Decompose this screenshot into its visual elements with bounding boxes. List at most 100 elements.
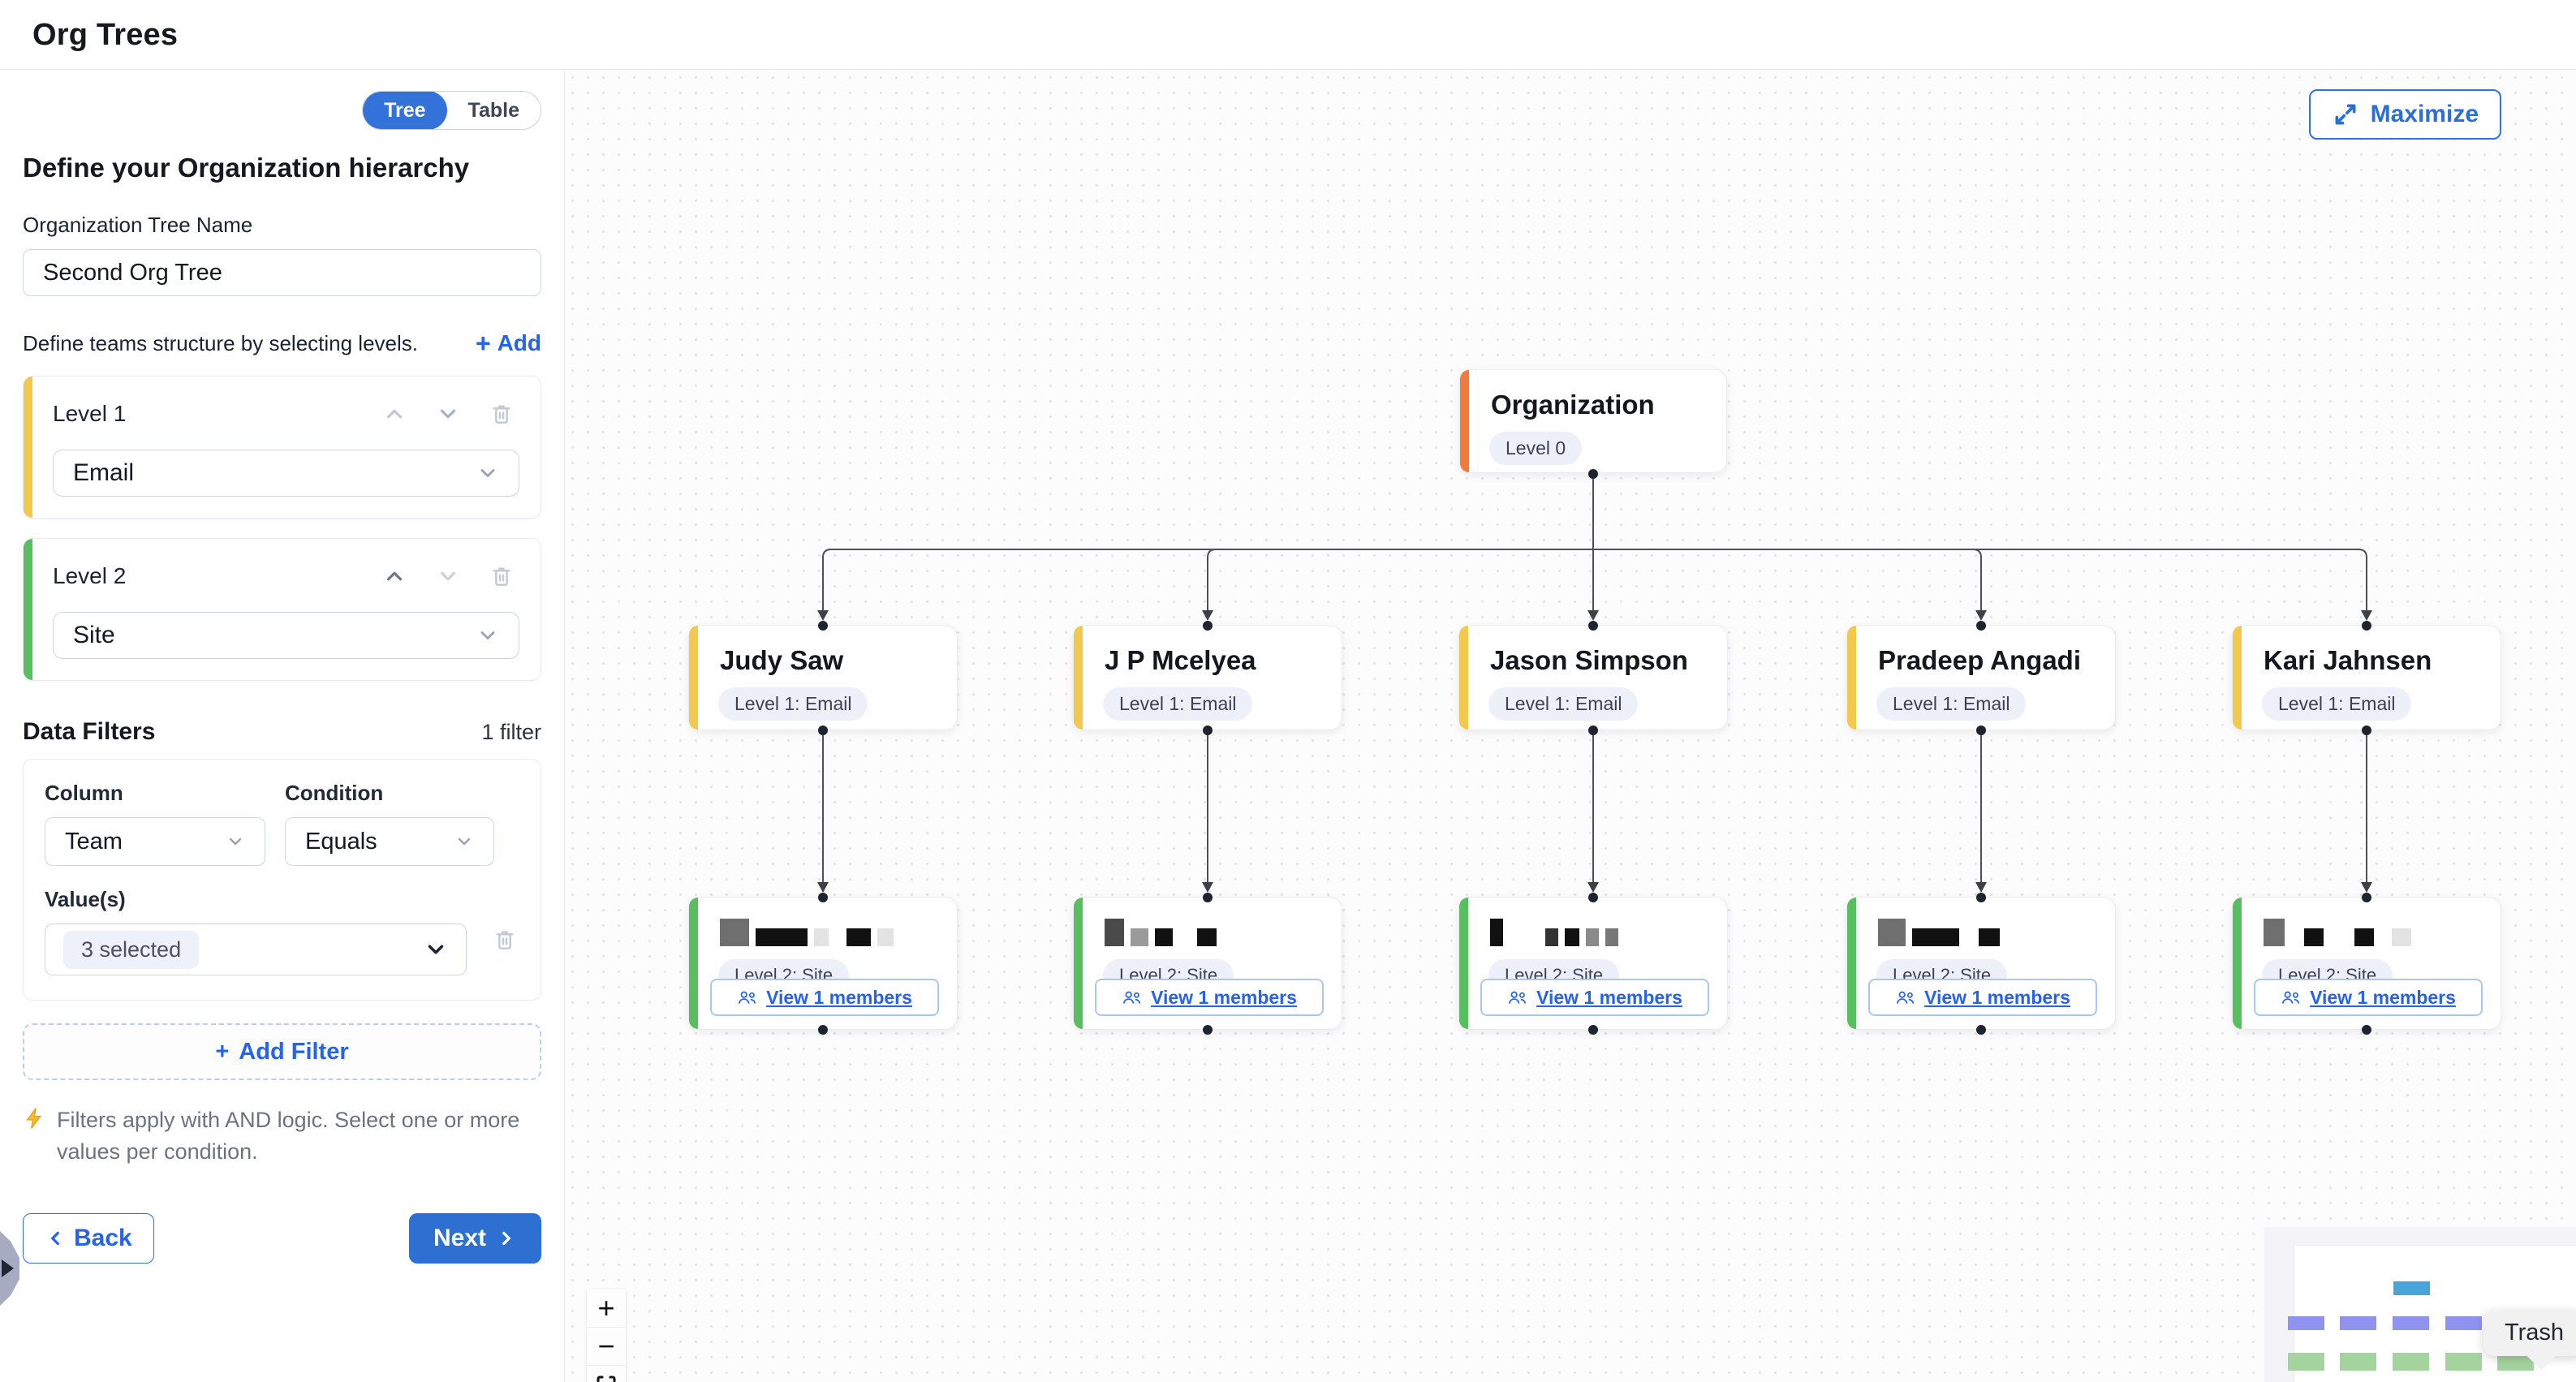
minimap-level2-node — [2393, 1353, 2429, 1371]
redacted-name — [1105, 919, 1342, 946]
org-node-leaf[interactable]: Level 2: Site View 1 members — [1458, 897, 1728, 1030]
node-accent — [1074, 626, 1083, 730]
sidebar-heading: Define your Organization hierarchy — [23, 153, 470, 183]
node-accent — [1459, 626, 1468, 730]
redacted-name — [1490, 919, 1727, 946]
minimap-level2-node — [2288, 1353, 2324, 1371]
fit-view-button[interactable] — [587, 1366, 626, 1382]
org-node-root[interactable]: Organization Level 0 — [1459, 369, 1727, 473]
level-2-label: Level 2 — [53, 563, 127, 588]
page-title: Org Trees — [32, 18, 179, 52]
delete-level-icon[interactable] — [484, 396, 519, 432]
node-accent — [2233, 626, 2242, 730]
node-title: Kari Jahnsen — [2264, 645, 2432, 675]
filter-count: 1 filter — [481, 720, 541, 744]
level-badge: Level 1: Email — [1103, 687, 1253, 721]
org-node-leaf[interactable]: Level 2: Site View 1 members — [1073, 897, 1342, 1030]
values-select[interactable]: 3 selected — [45, 923, 467, 975]
toggle-tree[interactable]: Tree — [363, 92, 447, 129]
minimap-level1-node — [2340, 1316, 2376, 1330]
filters-note: Filters apply with AND logic. Select one… — [57, 1108, 520, 1165]
org-node-child[interactable]: Pradeep Angadi Level 1: Email — [1846, 625, 2116, 730]
level-2-select[interactable]: Site — [53, 612, 519, 659]
tree-name-input[interactable] — [23, 249, 541, 296]
minimap-level2-node — [2445, 1353, 2482, 1371]
chevron-right-icon — [502, 1232, 510, 1246]
node-title: Pradeep Angadi — [1878, 645, 2081, 675]
level-badge: Level 0 — [1489, 432, 1583, 465]
chevron-down-icon — [480, 631, 495, 639]
delete-filter-icon[interactable] — [487, 922, 523, 958]
chevron-left-icon — [51, 1232, 59, 1246]
view-members-button[interactable]: View 1 members — [2254, 979, 2483, 1016]
add-level-button[interactable]: + Add — [475, 329, 541, 358]
org-node-child[interactable]: Judy Saw Level 1: Email — [688, 625, 958, 730]
next-button[interactable]: Next — [408, 1213, 541, 1264]
delete-level-icon[interactable] — [484, 558, 519, 594]
org-node-leaf[interactable]: Level 2: Site View 1 members — [688, 897, 958, 1030]
move-down-icon[interactable] — [430, 558, 466, 594]
minimap-root-node — [2393, 1281, 2430, 1295]
org-node-leaf[interactable]: Level 2: Site View 1 members — [2232, 897, 2501, 1030]
node-accent — [1459, 898, 1468, 1029]
add-filter-button[interactable]: + Add Filter — [23, 1023, 541, 1080]
lightning-icon — [26, 1108, 42, 1129]
view-members-button[interactable]: View 1 members — [1480, 979, 1709, 1016]
condition-select[interactable]: Equals — [285, 817, 494, 866]
column-label: Column — [45, 781, 123, 805]
root-accent — [1460, 370, 1469, 472]
view-mode-toggle[interactable]: Tree Table — [362, 91, 541, 130]
org-node-child[interactable]: J P Mcelyea Level 1: Email — [1073, 625, 1342, 730]
expand-icon — [2335, 104, 2356, 125]
levels-hint: Define teams structure by selecting leve… — [23, 330, 418, 355]
minimap-level2-node — [2340, 1353, 2376, 1371]
level-1-label: Level 1 — [53, 401, 127, 426]
node-title: Organization — [1491, 390, 1655, 420]
node-accent — [2233, 898, 2242, 1029]
level-1-accent — [24, 377, 32, 518]
redacted-name — [2264, 919, 2501, 946]
trash-tooltip: Trash — [2483, 1310, 2576, 1356]
node-accent — [1074, 898, 1083, 1029]
move-up-icon[interactable] — [377, 558, 412, 594]
condition-label: Condition — [285, 781, 384, 805]
zoom-out-button[interactable]: − — [587, 1328, 626, 1366]
canvas-zoom-controls: + − — [587, 1289, 626, 1382]
filter-card: Column Team Condition Equals Valu — [23, 759, 541, 1001]
level-badge: Level 1: Email — [1488, 687, 1639, 721]
org-node-leaf[interactable]: Level 2: Site View 1 members — [1846, 897, 2116, 1030]
node-accent — [1847, 626, 1856, 730]
redacted-name — [1878, 919, 2115, 946]
redacted-name — [720, 919, 957, 946]
chevron-down-icon — [229, 837, 242, 846]
back-button[interactable]: Back — [23, 1213, 154, 1264]
view-members-button[interactable]: View 1 members — [710, 979, 939, 1016]
maximize-button[interactable]: Maximize — [2308, 89, 2501, 140]
minimap-level1-node — [2393, 1316, 2429, 1330]
level-1-select[interactable]: Email — [53, 450, 519, 497]
node-title: Jason Simpson — [1490, 645, 1688, 675]
chevron-down-icon — [428, 945, 444, 954]
node-title: J P Mcelyea — [1105, 645, 1256, 675]
selected-count-pill: 3 selected — [63, 930, 200, 969]
org-node-child[interactable]: Jason Simpson Level 1: Email — [1458, 625, 1728, 730]
org-tree-canvas[interactable]: Maximize — [565, 70, 2576, 1382]
move-up-icon[interactable] — [377, 396, 412, 432]
org-node-child[interactable]: Kari Jahnsen Level 1: Email — [2232, 625, 2501, 730]
level-badge: Level 1: Email — [1876, 687, 2027, 721]
level-card-1: Level 1 Email — [23, 376, 541, 519]
members-icon — [738, 991, 756, 1004]
move-down-icon[interactable] — [430, 396, 466, 432]
column-select[interactable]: Team — [45, 817, 265, 866]
members-icon — [1896, 991, 1915, 1004]
plus-icon: + — [215, 1038, 230, 1065]
node-accent — [689, 898, 698, 1029]
toggle-table[interactable]: Table — [467, 98, 519, 122]
fit-view-icon — [597, 1376, 616, 1382]
tree-name-label: Organization Tree Name — [23, 213, 253, 237]
view-members-button[interactable]: View 1 members — [1868, 979, 2097, 1016]
zoom-in-button[interactable]: + — [587, 1289, 626, 1328]
view-members-button[interactable]: View 1 members — [1095, 979, 1324, 1016]
level-card-2: Level 2 Site — [23, 538, 541, 681]
